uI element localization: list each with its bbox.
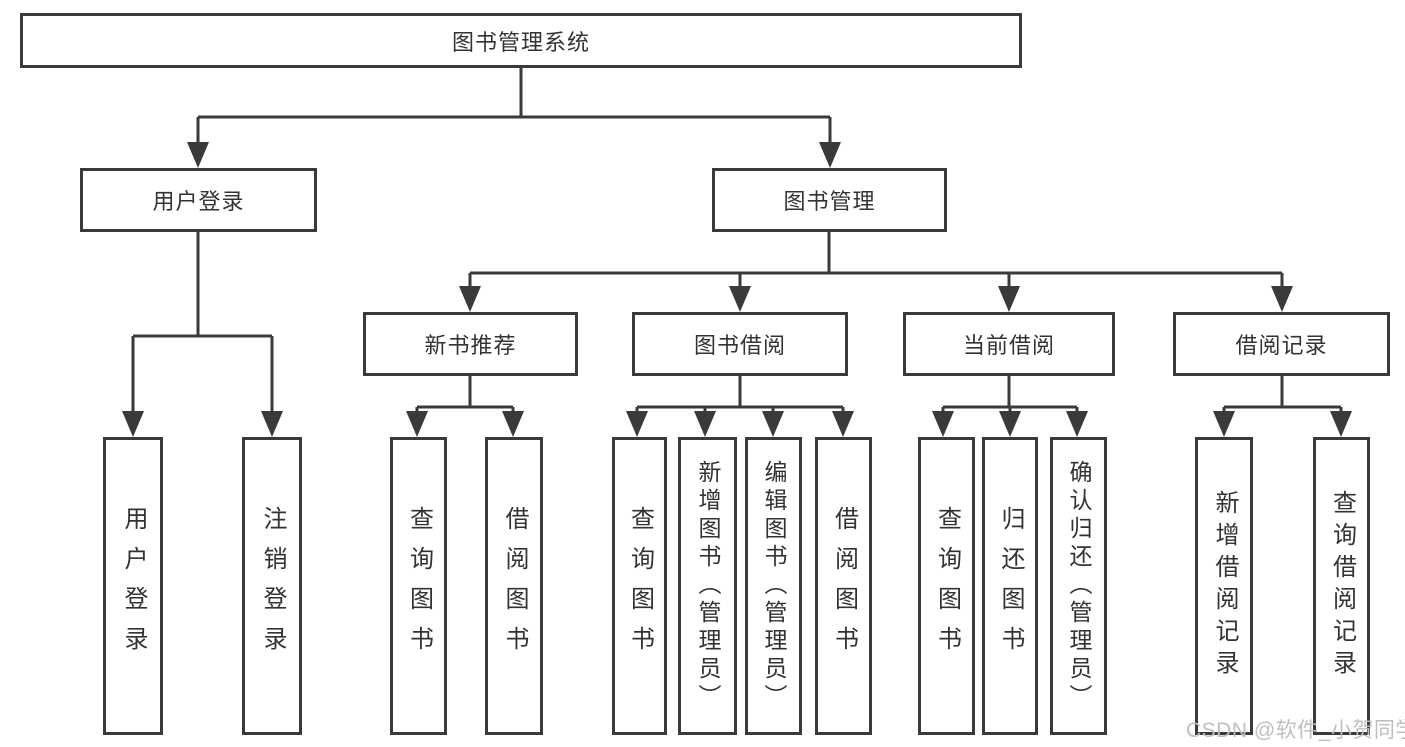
node-new-book-recommend: 新书推荐 — [363, 312, 578, 376]
connector-current-borrow-split — [941, 376, 1079, 413]
leaf-logout: 注销登录 — [242, 437, 302, 735]
leaf-label: 注销登录 — [259, 506, 286, 666]
connector-borrow-records-split — [1222, 376, 1343, 413]
watermark: CSDN @软件_小贺同学 — [1186, 719, 1405, 742]
leaf-query-books-recommend: 查询图书 — [390, 437, 447, 735]
leaf-query-books-current: 查询图书 — [918, 437, 975, 735]
arrow-icon — [762, 411, 784, 437]
leaf-borrow-books-recommend: 借阅图书 — [485, 437, 543, 735]
arrow-icon — [694, 411, 716, 437]
connector-user-login-split — [131, 232, 274, 413]
arrow-icon — [998, 286, 1020, 312]
leaf-label: 查询图书 — [933, 506, 961, 666]
leaf-query-books-borrow: 查询图书 — [612, 437, 667, 735]
node-label: 借阅记录 — [1235, 333, 1328, 358]
leaf-label: 编辑图书（管理员） — [761, 460, 787, 712]
leaf-label: 归还图书 — [997, 506, 1024, 666]
arrowheads — [122, 142, 1352, 437]
leaf-label: 查询图书 — [626, 506, 654, 666]
leaf-label: 确认归还（管理员） — [1066, 460, 1092, 712]
arrow-icon — [1271, 286, 1293, 312]
arrow-icon — [122, 411, 144, 437]
leaf-confirm-return-admin: 确认归还（管理员） — [1050, 437, 1107, 735]
node-library-management-system: 图书管理系统 — [20, 13, 1022, 68]
leaf-add-borrow-record: 新增借阅记录 — [1195, 437, 1253, 735]
node-label: 图书管理系统 — [451, 29, 590, 55]
arrow-icon — [1330, 411, 1352, 437]
arrow-icon — [459, 286, 481, 312]
arrow-icon — [406, 411, 428, 437]
arrow-icon — [819, 142, 841, 168]
arrow-icon — [1066, 411, 1088, 437]
node-book-borrow: 图书借阅 — [632, 312, 848, 376]
arrow-icon — [832, 411, 854, 437]
leaf-return-book: 归还图书 — [982, 437, 1038, 735]
connector-book-borrow-split — [635, 376, 845, 413]
arrow-icon — [502, 411, 524, 437]
leaf-borrow-books: 借阅图书 — [815, 437, 872, 735]
connector-new-book-split — [415, 376, 515, 413]
node-user-login: 用户登录 — [80, 168, 317, 232]
leaf-query-borrow-record: 查询借阅记录 — [1313, 437, 1370, 735]
node-label: 新书推荐 — [424, 333, 517, 358]
leaf-label: 查询图书 — [405, 506, 433, 666]
leaf-add-book-admin: 新增图书（管理员） — [678, 437, 737, 735]
node-current-borrow: 当前借阅 — [903, 312, 1115, 376]
leaf-label: 新增借阅记录 — [1211, 490, 1238, 682]
leaf-label: 借阅图书 — [501, 506, 528, 666]
node-label: 当前借阅 — [962, 333, 1055, 358]
node-borrow-records: 借阅记录 — [1173, 312, 1390, 376]
leaf-label: 借阅图书 — [830, 506, 858, 666]
node-label: 用户登录 — [152, 189, 245, 214]
arrow-icon — [187, 142, 209, 168]
arrow-icon — [626, 411, 648, 437]
arrow-icon — [729, 286, 751, 312]
leaf-label: 新增图书（管理员） — [695, 460, 721, 712]
arrow-icon — [261, 411, 283, 437]
connector-root-to-level1 — [196, 68, 832, 144]
leaf-edit-book-admin: 编辑图书（管理员） — [745, 437, 802, 735]
arrow-icon — [932, 411, 954, 437]
arrow-icon — [1213, 411, 1235, 437]
leaf-label: 查询借阅记录 — [1328, 490, 1356, 682]
arrow-icon — [999, 411, 1021, 437]
node-label: 图书管理 — [783, 189, 876, 214]
node-book-management: 图书管理 — [712, 168, 947, 232]
leaf-user-login: 用户登录 — [103, 437, 163, 735]
leaf-label: 用户登录 — [120, 506, 147, 666]
connector-book-management-to-level2 — [468, 232, 1284, 288]
node-label: 图书借阅 — [693, 333, 786, 358]
